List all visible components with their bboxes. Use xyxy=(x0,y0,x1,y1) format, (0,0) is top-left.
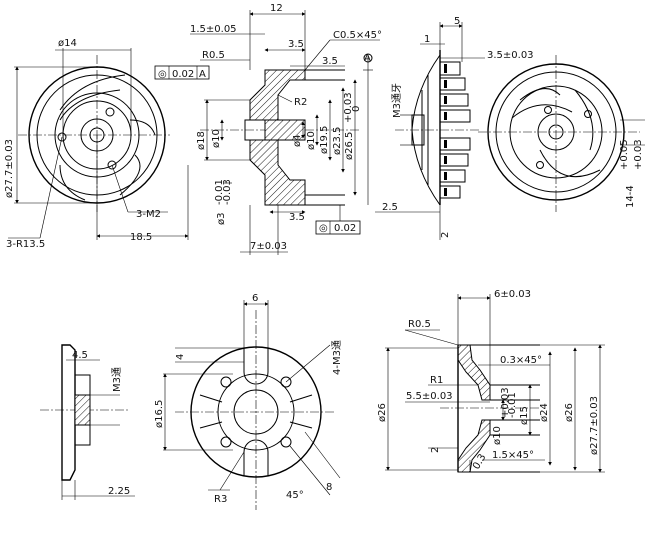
dim-7: 7±0.03 xyxy=(250,241,287,252)
view-bottom-section: 6±0.03 R0.5 0.3×45° R1 5.5±0.03 ø10 +0.0… xyxy=(377,289,605,473)
dim-r3: R3 xyxy=(214,494,227,505)
dim-d26-5-tol-lo: 0 xyxy=(351,106,362,112)
dim-r0-5-b: R0.5 xyxy=(408,319,431,330)
dim-d3-tol-up: -0.01 xyxy=(214,179,225,205)
dim-d27-7: ø27.7±0.03 xyxy=(4,139,15,198)
dim-14-4-tol-up: +0.05 xyxy=(619,139,630,170)
dim-2-25: 2.25 xyxy=(108,486,130,497)
view-section-main: 12 1.5±0.05 R0.5 3.5 C0.5×45° 3.5 R2 ◎ 0… xyxy=(154,3,382,255)
dim-d10-b-tol-lo: -0.01 xyxy=(507,392,518,418)
dim-r0-5: R0.5 xyxy=(202,50,225,61)
dim-m3-small: M3通 xyxy=(111,367,123,392)
fins xyxy=(440,61,471,199)
dim-m3: M3通牙 xyxy=(391,83,403,118)
dim-3-5-top: 3.5 xyxy=(288,39,304,50)
view-front-left: ø14 ø27.7±0.03 3-M2 3-R13.5 18.5 xyxy=(4,38,189,250)
dim-4-5: 4.5 xyxy=(72,350,88,361)
dim-5-5: 5.5±0.03 xyxy=(406,391,453,402)
dim-d23-5: ø23.5 xyxy=(332,127,343,155)
gdt-top-datum: A xyxy=(199,69,206,80)
dim-d26-5: ø26.5 xyxy=(344,132,355,160)
dim-d27-7-b: ø27.7±0.03 xyxy=(589,396,600,455)
dim-r1: R1 xyxy=(430,375,443,386)
dim-3-5-fin: 3.5±0.03 xyxy=(487,50,534,61)
dim-2-b: 2 xyxy=(430,447,441,453)
dim-1: 1 xyxy=(424,34,430,45)
dim-1-5-chamfer: 1.5×45° xyxy=(492,450,534,461)
dim-8: 8 xyxy=(326,482,332,493)
dim-d3: ø3 xyxy=(216,213,227,225)
dim-14-4: 14-4 xyxy=(625,185,636,208)
gdt-bottom-symbol: ◎ xyxy=(319,223,328,234)
dim-d19-5: ø19.5 xyxy=(319,126,330,154)
view-side-fins: 5 1 3.5±0.03 M3通牙 2.5 2 xyxy=(375,16,534,240)
dim-12: 12 xyxy=(270,3,283,14)
view-bottom-face: 6 4 4-M3通 ø16.5 R3 45° 8 xyxy=(154,293,343,510)
dim-3-5-low: 3.5 xyxy=(289,212,305,223)
dim-d15: ø15 xyxy=(519,406,530,425)
view-front-right: 14-4 +0.05 +0.03 xyxy=(478,55,645,212)
dim-14-4-tol-lo: +0.03 xyxy=(633,139,644,170)
dim-5: 5 xyxy=(454,16,460,27)
gdt-bottom-value: 0.02 xyxy=(334,223,356,234)
dim-2-side: 2 xyxy=(440,232,451,238)
dim-d14: ø14 xyxy=(58,38,77,49)
dim-d10-right: ø10 xyxy=(306,131,317,150)
dim-d16-5: ø16.5 xyxy=(154,400,165,428)
dim-0-3-chamfer: 0.3×45° xyxy=(500,355,542,366)
dim-6: 6 xyxy=(252,293,258,304)
dim-4-m3: 4-M3通 xyxy=(331,340,343,375)
dim-3-r13-5: 3-R13.5 xyxy=(6,239,45,250)
dim-2-5: 2.5 xyxy=(382,202,398,213)
gdt-top-value: 0.02 xyxy=(172,69,194,80)
dim-3-m2: 3-M2 xyxy=(136,209,161,220)
dim-6-section: 6±0.03 xyxy=(494,289,531,300)
dim-4-slot: 4 xyxy=(175,354,186,360)
dim-d26-right: ø26 xyxy=(564,403,575,422)
dim-1-5: 1.5±0.05 xyxy=(190,24,237,35)
dim-d10-b-tol-up: +0.03 xyxy=(500,387,511,418)
dim-chamfer: C0.5×45° xyxy=(333,30,382,41)
dim-d3-tol-lo: -0.03 xyxy=(222,179,233,205)
dim-d10-b: ø10 xyxy=(492,426,503,445)
dim-d24: ø24 xyxy=(539,403,550,422)
dim-45deg: 45° xyxy=(286,490,304,501)
dim-d10-left: ø10 xyxy=(211,129,222,148)
gdt-top-symbol: ◎ xyxy=(158,69,167,80)
dim-d26-left: ø26 xyxy=(377,403,388,422)
dim-d4: ø4 xyxy=(292,135,303,147)
view-small-side: 4.5 M3通 2.25 xyxy=(40,344,135,500)
dim-18-5: 18.5 xyxy=(130,232,152,243)
dim-3-5-mid: 3.5 xyxy=(322,56,338,67)
dim-d26-5-tol-up: +0.03 xyxy=(343,92,354,123)
dim-d18: ø18 xyxy=(196,131,207,150)
dim-r2: R2 xyxy=(294,97,307,108)
datum-marker: A xyxy=(364,53,371,64)
